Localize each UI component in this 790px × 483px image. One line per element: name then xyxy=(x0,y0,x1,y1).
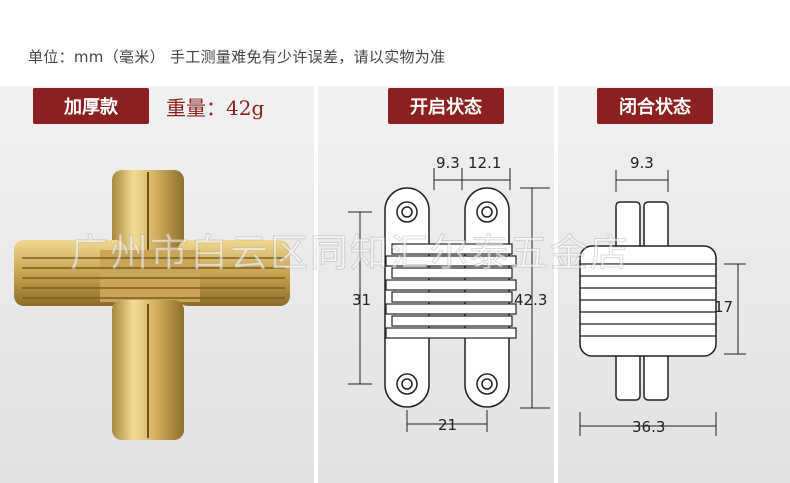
closed-state-badge: 闭合状态 xyxy=(597,88,713,124)
measurement-note: 单位：mm（毫米） 手工测量难免有少许误差，请以实物为准 xyxy=(28,48,446,66)
dim-closed-top-width: 9.3 xyxy=(630,154,654,172)
dim-open-left-height: 31 xyxy=(352,291,371,309)
dim-open-top-right: 12.1 xyxy=(468,154,501,172)
open-state-badge: 开启状态 xyxy=(388,88,504,124)
thick-model-badge: 加厚款 xyxy=(33,88,149,124)
store-watermark: 广州市白云区同知汇尔泰五金店 xyxy=(69,231,631,276)
dim-closed-bottom-width: 36.3 xyxy=(632,418,665,436)
dim-open-bottom-width: 21 xyxy=(438,416,457,434)
dim-open-right-height: 42.3 xyxy=(514,291,547,309)
dim-open-top-left: 9.3 xyxy=(436,154,460,172)
weight-label: 重量：42g xyxy=(166,96,265,120)
dim-closed-right-height: 17 xyxy=(714,298,733,316)
